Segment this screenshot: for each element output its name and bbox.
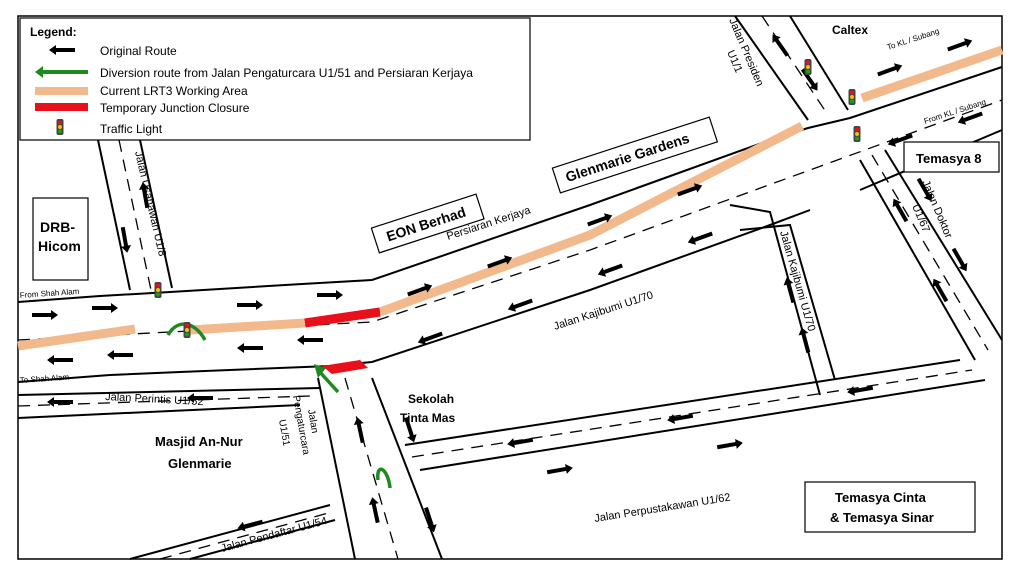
legend-diversion-arrow bbox=[35, 66, 88, 78]
place-temasya-cinta-line2: & Temasya Sinar bbox=[830, 510, 934, 525]
legend-traffic-light-icon bbox=[56, 119, 64, 135]
traffic-light-icon bbox=[804, 59, 812, 75]
place-caltex: Caltex bbox=[832, 23, 868, 37]
legend-original-route-label: Original Route bbox=[100, 44, 177, 58]
place-drb-line1: DRB- bbox=[40, 219, 75, 235]
road-edges bbox=[17, 15, 1003, 560]
legend-box bbox=[19, 17, 531, 141]
road-from-shah-alam: From Shah Alam bbox=[20, 287, 80, 300]
legend-lrt3-swatch bbox=[35, 87, 88, 95]
traffic-light-icon bbox=[183, 322, 191, 338]
legend-traffic-light-label: Traffic Light bbox=[100, 122, 163, 136]
legend-lrt3-label: Current LRT3 Working Area bbox=[100, 84, 248, 98]
lrt3-working-area bbox=[17, 45, 1004, 351]
legend-diversion-label: Diversion route from Jalan Pengaturcara … bbox=[100, 66, 473, 80]
place-masjid-line2: Glenmarie bbox=[168, 456, 232, 471]
place-sekolah-line1: Sekolah bbox=[408, 392, 454, 406]
traffic-light-icon bbox=[853, 126, 861, 142]
legend-closure-swatch bbox=[35, 103, 88, 111]
place-temasya-8: Temasya 8 bbox=[916, 151, 982, 166]
place-temasya-cinta-line1: Temasya Cinta bbox=[835, 490, 927, 505]
place-drb-line2: Hicom bbox=[38, 238, 81, 254]
legend: Legend: Original Route Diversion route f… bbox=[19, 17, 531, 141]
road-to-shah-alam: To Shah Alam bbox=[20, 373, 70, 385]
diversion-arrowhead bbox=[314, 364, 326, 378]
place-sekolah-line2: Tinta Mas bbox=[400, 411, 455, 425]
traffic-light-icon bbox=[848, 89, 856, 105]
legend-title: Legend: bbox=[30, 25, 77, 39]
road-jalan-pengaturcara-line3: U1/51 bbox=[276, 419, 292, 448]
lane-markings bbox=[17, 15, 1003, 560]
temporary-junction-closure bbox=[304, 307, 381, 374]
place-masjid-line1: Masjid An-Nur bbox=[155, 434, 243, 449]
traffic-light-icon bbox=[154, 282, 162, 298]
legend-closure-label: Temporary Junction Closure bbox=[100, 101, 250, 115]
road-jalan-perintis: Jalan Perintis U1/52 bbox=[105, 391, 204, 408]
road-jalan-pengaturcara-line1: Jalan bbox=[305, 409, 320, 434]
